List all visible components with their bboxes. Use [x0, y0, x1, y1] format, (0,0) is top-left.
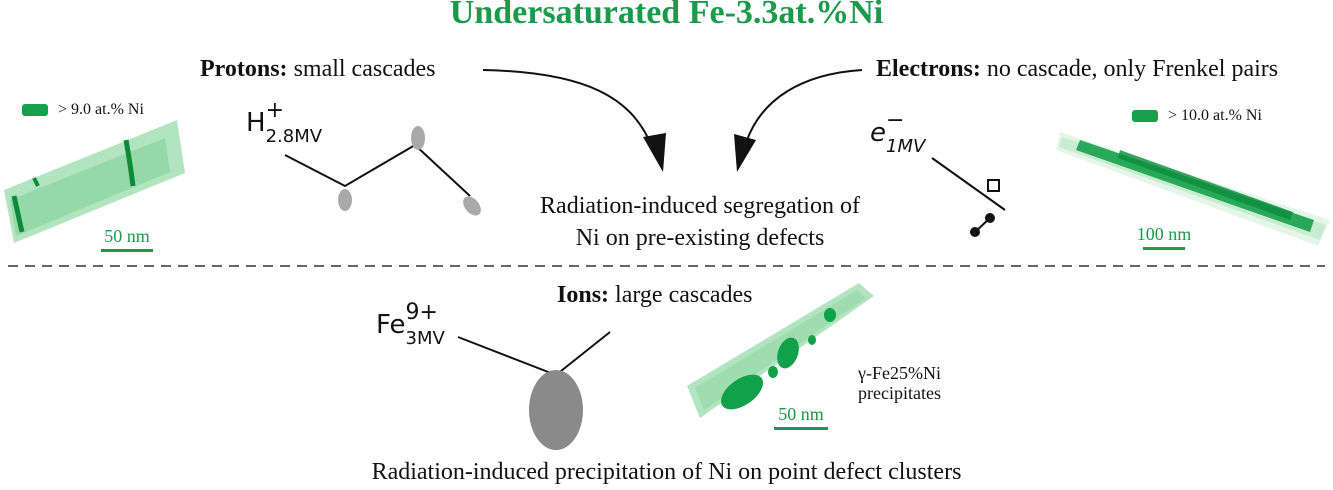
ni-segregation-band [11, 195, 25, 233]
segregation-line-2: Ni on pre-existing defects [575, 225, 825, 251]
electron-scale-label: 100 nm [1136, 224, 1192, 244]
electron-charge: − [886, 108, 905, 133]
proton-particle: H+2.8MV [246, 100, 323, 147]
interstitial [985, 213, 995, 223]
protons-label-text: small cascades [287, 56, 436, 82]
ion-scale-label: 50 nm [778, 404, 824, 424]
electron-legend: > 10.0 at.% Ni [1132, 107, 1262, 125]
proton-scale-bar: 50 nm [95, 226, 159, 252]
electron-symbol: e [870, 118, 886, 148]
electron-legend-text: > 10.0 at.% Ni [1168, 107, 1262, 124]
ion-symbol: Fe [376, 310, 406, 340]
precipitate [777, 337, 799, 369]
scale-line [1143, 247, 1185, 250]
legend-swatch [1132, 110, 1158, 123]
small-cascade [411, 126, 425, 150]
scale-line [774, 427, 828, 430]
legend-swatch [22, 104, 48, 117]
electron-scale-bar: 100 nm [1126, 224, 1202, 250]
scale-line [101, 249, 153, 252]
protons-label-bold: Protons: [200, 56, 288, 82]
ion-scale-bar: 50 nm [770, 404, 832, 430]
proton-legend-text: > 9.0 at.% Ni [58, 101, 144, 118]
precipitation-caption: Radiation-induced precipitation of Ni on… [371, 459, 962, 485]
electron-track [931, 157, 1006, 237]
interstitial [970, 227, 980, 237]
segregation-caption: Radiation-induced segregation of Ni on p… [470, 190, 930, 254]
ion-track [457, 331, 611, 450]
proton-arrow [482, 69, 666, 172]
proton-scale-label: 50 nm [104, 226, 150, 246]
ion-apt-reconstruction [687, 283, 874, 418]
ion-charge: 9+ [405, 300, 438, 325]
ions-label-text: large cascades [609, 282, 753, 308]
ion-energy: 3MV [405, 328, 445, 349]
precipitate [720, 374, 764, 410]
electrons-label-text: no cascade, only Frenkel pairs [980, 56, 1279, 82]
ions-label-bold: Ions: [557, 282, 610, 308]
electron-energy: 1MV [886, 136, 926, 157]
electron-arrow [734, 69, 863, 172]
proton-track [284, 126, 481, 216]
ions-label: Ions: large cascades [557, 282, 753, 309]
precipitates-note: γ-Fe25%Ni precipitates [858, 363, 941, 403]
proton-legend: > 9.0 at.% Ni [22, 101, 144, 119]
proton-symbol: H [246, 108, 266, 138]
electrons-label: Electrons: no cascade, only Frenkel pair… [876, 56, 1278, 83]
large-cascade [529, 370, 583, 450]
small-cascade [338, 189, 352, 211]
diagram-title: Undersaturated Fe-3.3at.%Ni [449, 0, 884, 31]
ni-segregation-band [123, 139, 136, 187]
electron-particle: e− 1MV [870, 110, 926, 157]
small-cascade [463, 196, 481, 216]
proton-energy: 2.8MV [265, 126, 323, 147]
electrons-label-bold: Electrons: [876, 56, 981, 82]
precipitates-note-line-2: precipitates [858, 383, 941, 403]
electron-apt-reconstruction [1056, 132, 1330, 246]
vacancy [987, 179, 1000, 192]
segregation-line-1: Radiation-induced segregation of [540, 193, 860, 219]
proton-apt-reconstruction [4, 120, 185, 243]
protons-label: Protons: small cascades [200, 56, 436, 83]
precipitates-note-line-1: γ-Fe25%Ni [858, 363, 941, 383]
proton-charge: + [265, 98, 284, 123]
